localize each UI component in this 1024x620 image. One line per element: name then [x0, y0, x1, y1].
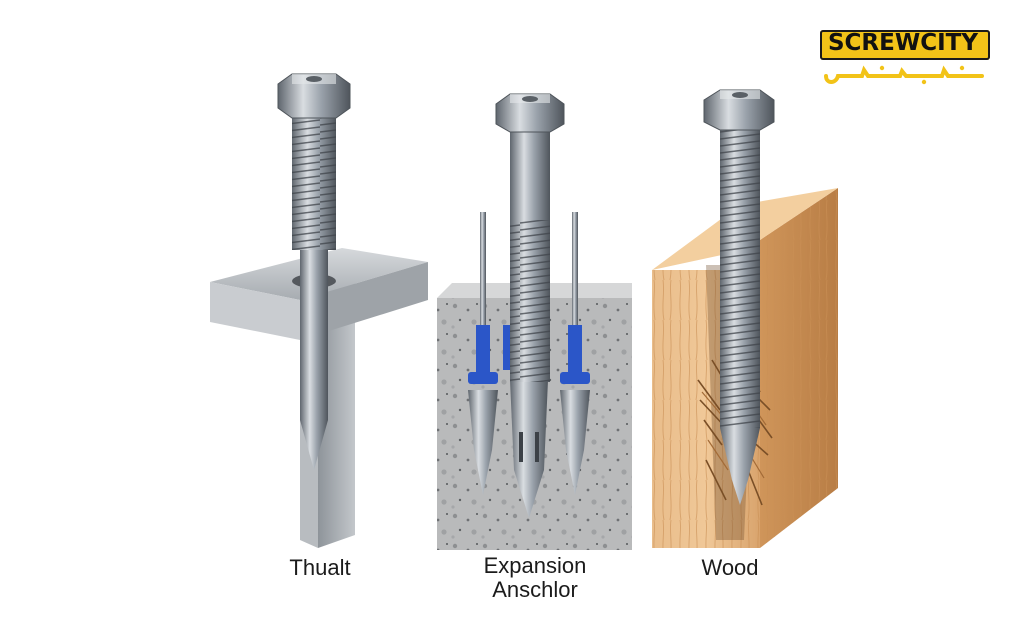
screwcity-logo: SCREWCITY [818, 28, 992, 88]
hex-head-screw-icon [703, 89, 775, 505]
caption-expansion-line2: Anschlor [492, 577, 578, 602]
logo-script-mark [824, 65, 984, 85]
caption-thin: Thualt [289, 555, 351, 580]
caption-expansion-line1: Expansion [483, 553, 587, 578]
logo-badge [820, 30, 990, 60]
logo-wordmark: SCREWCITY [827, 30, 979, 56]
hex-head-screw-icon [277, 73, 351, 470]
caption-expansion-anchor: Expansion Anschlor [440, 554, 630, 602]
expansion-anchor-icon [468, 93, 590, 518]
caption-wood: Wood [701, 555, 759, 580]
